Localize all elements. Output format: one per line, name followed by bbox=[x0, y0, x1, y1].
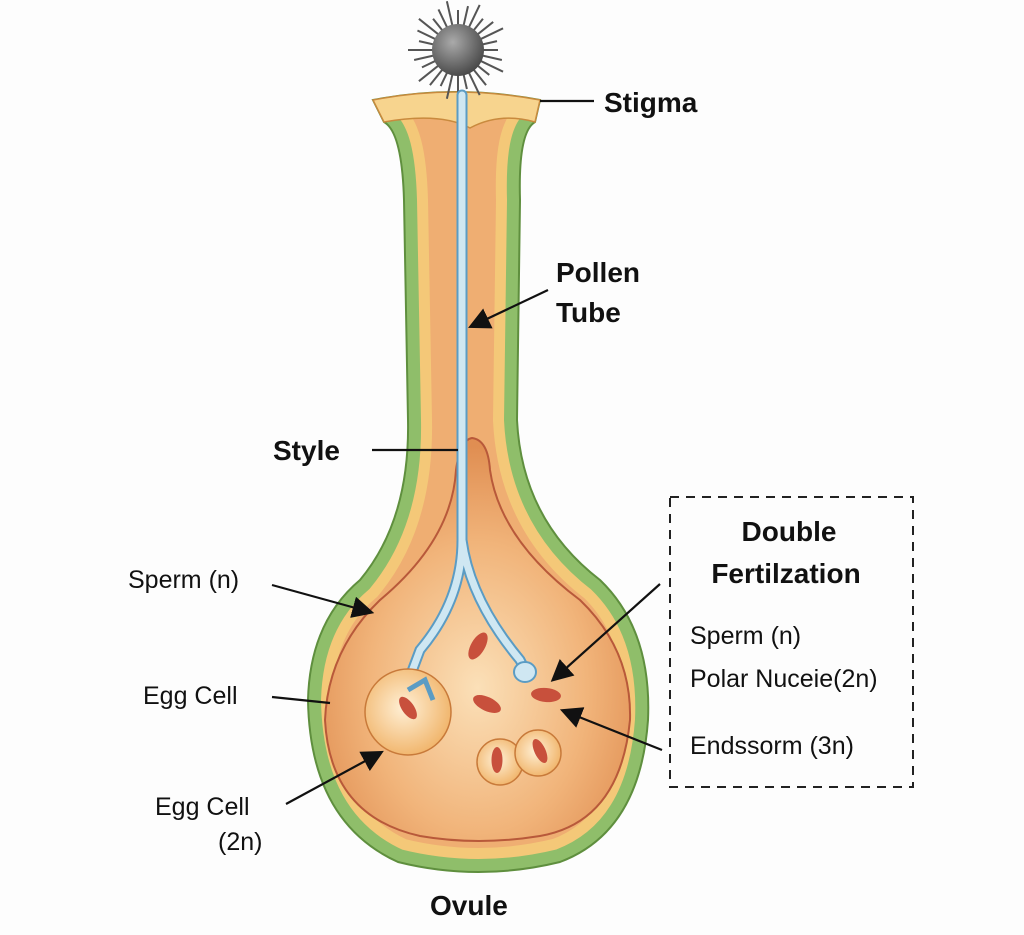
box-item-endosperm: Endssorm (3n) bbox=[690, 732, 854, 760]
pollen-spike bbox=[418, 18, 442, 38]
pollen-spike bbox=[477, 58, 504, 73]
label-egg-cell-2n-line2: (2n) bbox=[218, 828, 262, 856]
label-egg-cell-2n-line1: Egg Cell bbox=[155, 793, 250, 821]
box-title-line2: Fertilzation bbox=[711, 558, 860, 589]
endosperm-cells bbox=[476, 729, 562, 786]
label-style: Style bbox=[273, 435, 340, 466]
label-ovule: Ovule bbox=[430, 890, 508, 921]
box-item-sperm: Sperm (n) bbox=[690, 622, 801, 650]
endosperm-arrow bbox=[559, 707, 663, 752]
pollen-tube bbox=[399, 89, 537, 696]
pollen-spike bbox=[477, 27, 504, 42]
pollen-spike bbox=[466, 69, 481, 96]
pollen-spike bbox=[466, 4, 481, 31]
pollen-tube-arrow bbox=[468, 289, 549, 329]
egg-cell bbox=[364, 668, 452, 756]
pollen-spike bbox=[445, 71, 455, 99]
pollen-grain bbox=[408, 1, 504, 99]
box-title-line1: Double bbox=[742, 516, 837, 547]
pollen-spike bbox=[445, 1, 455, 29]
label-sperm: Sperm (n) bbox=[128, 566, 239, 594]
egg-cell-2n-arrow bbox=[285, 750, 384, 805]
double-fertilization-box: Double Fertilzation Sperm (n) Polar Nuce… bbox=[669, 496, 914, 788]
pollen-spike bbox=[418, 62, 442, 82]
polar-nuclei-arrow bbox=[550, 583, 661, 682]
label-pollen-tube-line2: Tube bbox=[556, 297, 621, 328]
egg-cell-leader bbox=[271, 695, 331, 705]
sperm-cells bbox=[468, 632, 561, 713]
label-pollen-tube-line1: Pollen bbox=[556, 257, 640, 288]
label-stigma: Stigma bbox=[604, 87, 698, 118]
label-egg-cell: Egg Cell bbox=[143, 682, 238, 710]
box-item-polar-nuclei: Polar Nuceie(2n) bbox=[690, 665, 878, 693]
sperm-arrow bbox=[271, 583, 375, 618]
